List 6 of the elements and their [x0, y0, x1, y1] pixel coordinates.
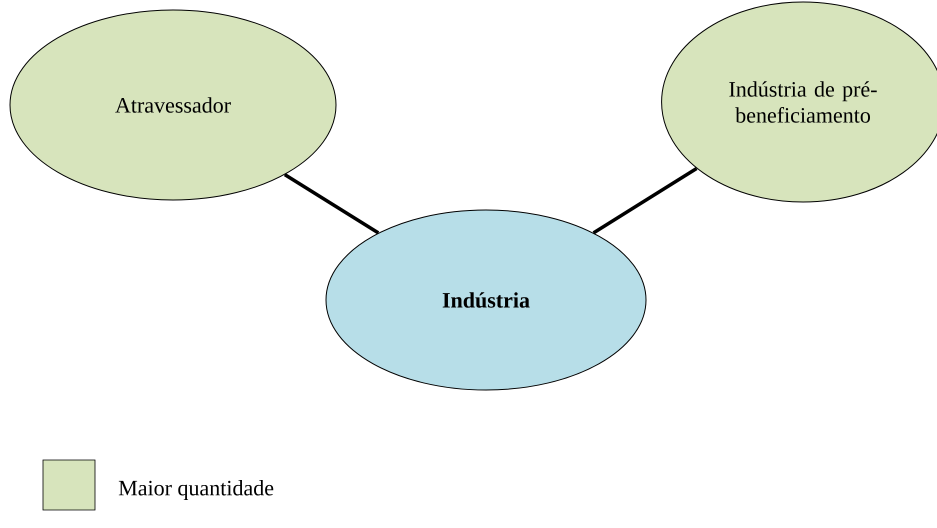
ellipse-node: Atravessador — [10, 10, 336, 200]
legend-text: Maior quantidade — [118, 480, 274, 500]
ellipse-node: Indústria de pré-beneficiamento — [661, 2, 937, 202]
connector-line — [592, 167, 698, 234]
ellipse-node: Indústria — [326, 210, 646, 390]
connector-line — [284, 173, 380, 234]
